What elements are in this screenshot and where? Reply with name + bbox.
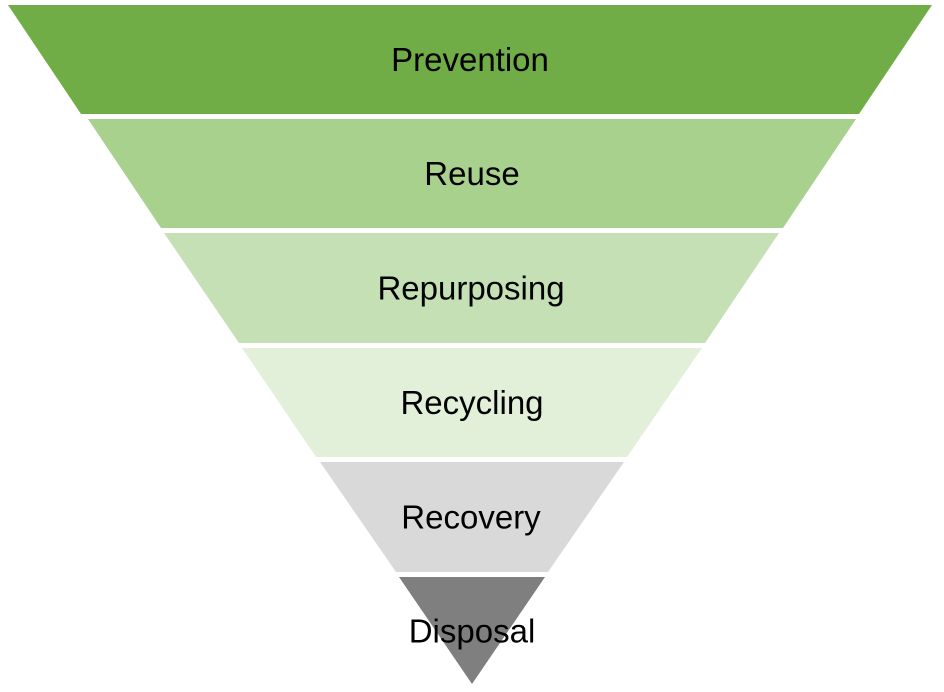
tier-recycling-band — [242, 348, 702, 457]
tier-repurposing: Repurposing — [164, 233, 779, 343]
tier-recycling-label: Recycling — [400, 384, 543, 421]
tier-repurposing-label: Repurposing — [377, 270, 564, 307]
tier-prevention-label: Prevention — [391, 41, 549, 78]
tier-recovery: Recovery — [320, 462, 624, 572]
tier-repurposing-band — [164, 233, 779, 343]
tier-prevention: Prevention — [8, 5, 932, 114]
tier-recovery-band — [320, 462, 624, 572]
tier-prevention-band — [8, 5, 932, 114]
tier-disposal: Disposal — [399, 577, 545, 684]
tier-reuse-band — [88, 119, 856, 228]
tier-recovery-label: Recovery — [401, 499, 541, 536]
tier-disposal-band — [399, 577, 545, 684]
tier-reuse-label: Reuse — [424, 155, 519, 192]
tier-recycling: Recycling — [242, 348, 702, 457]
tier-disposal-label: Disposal — [409, 613, 536, 650]
tier-reuse: Reuse — [88, 119, 856, 228]
